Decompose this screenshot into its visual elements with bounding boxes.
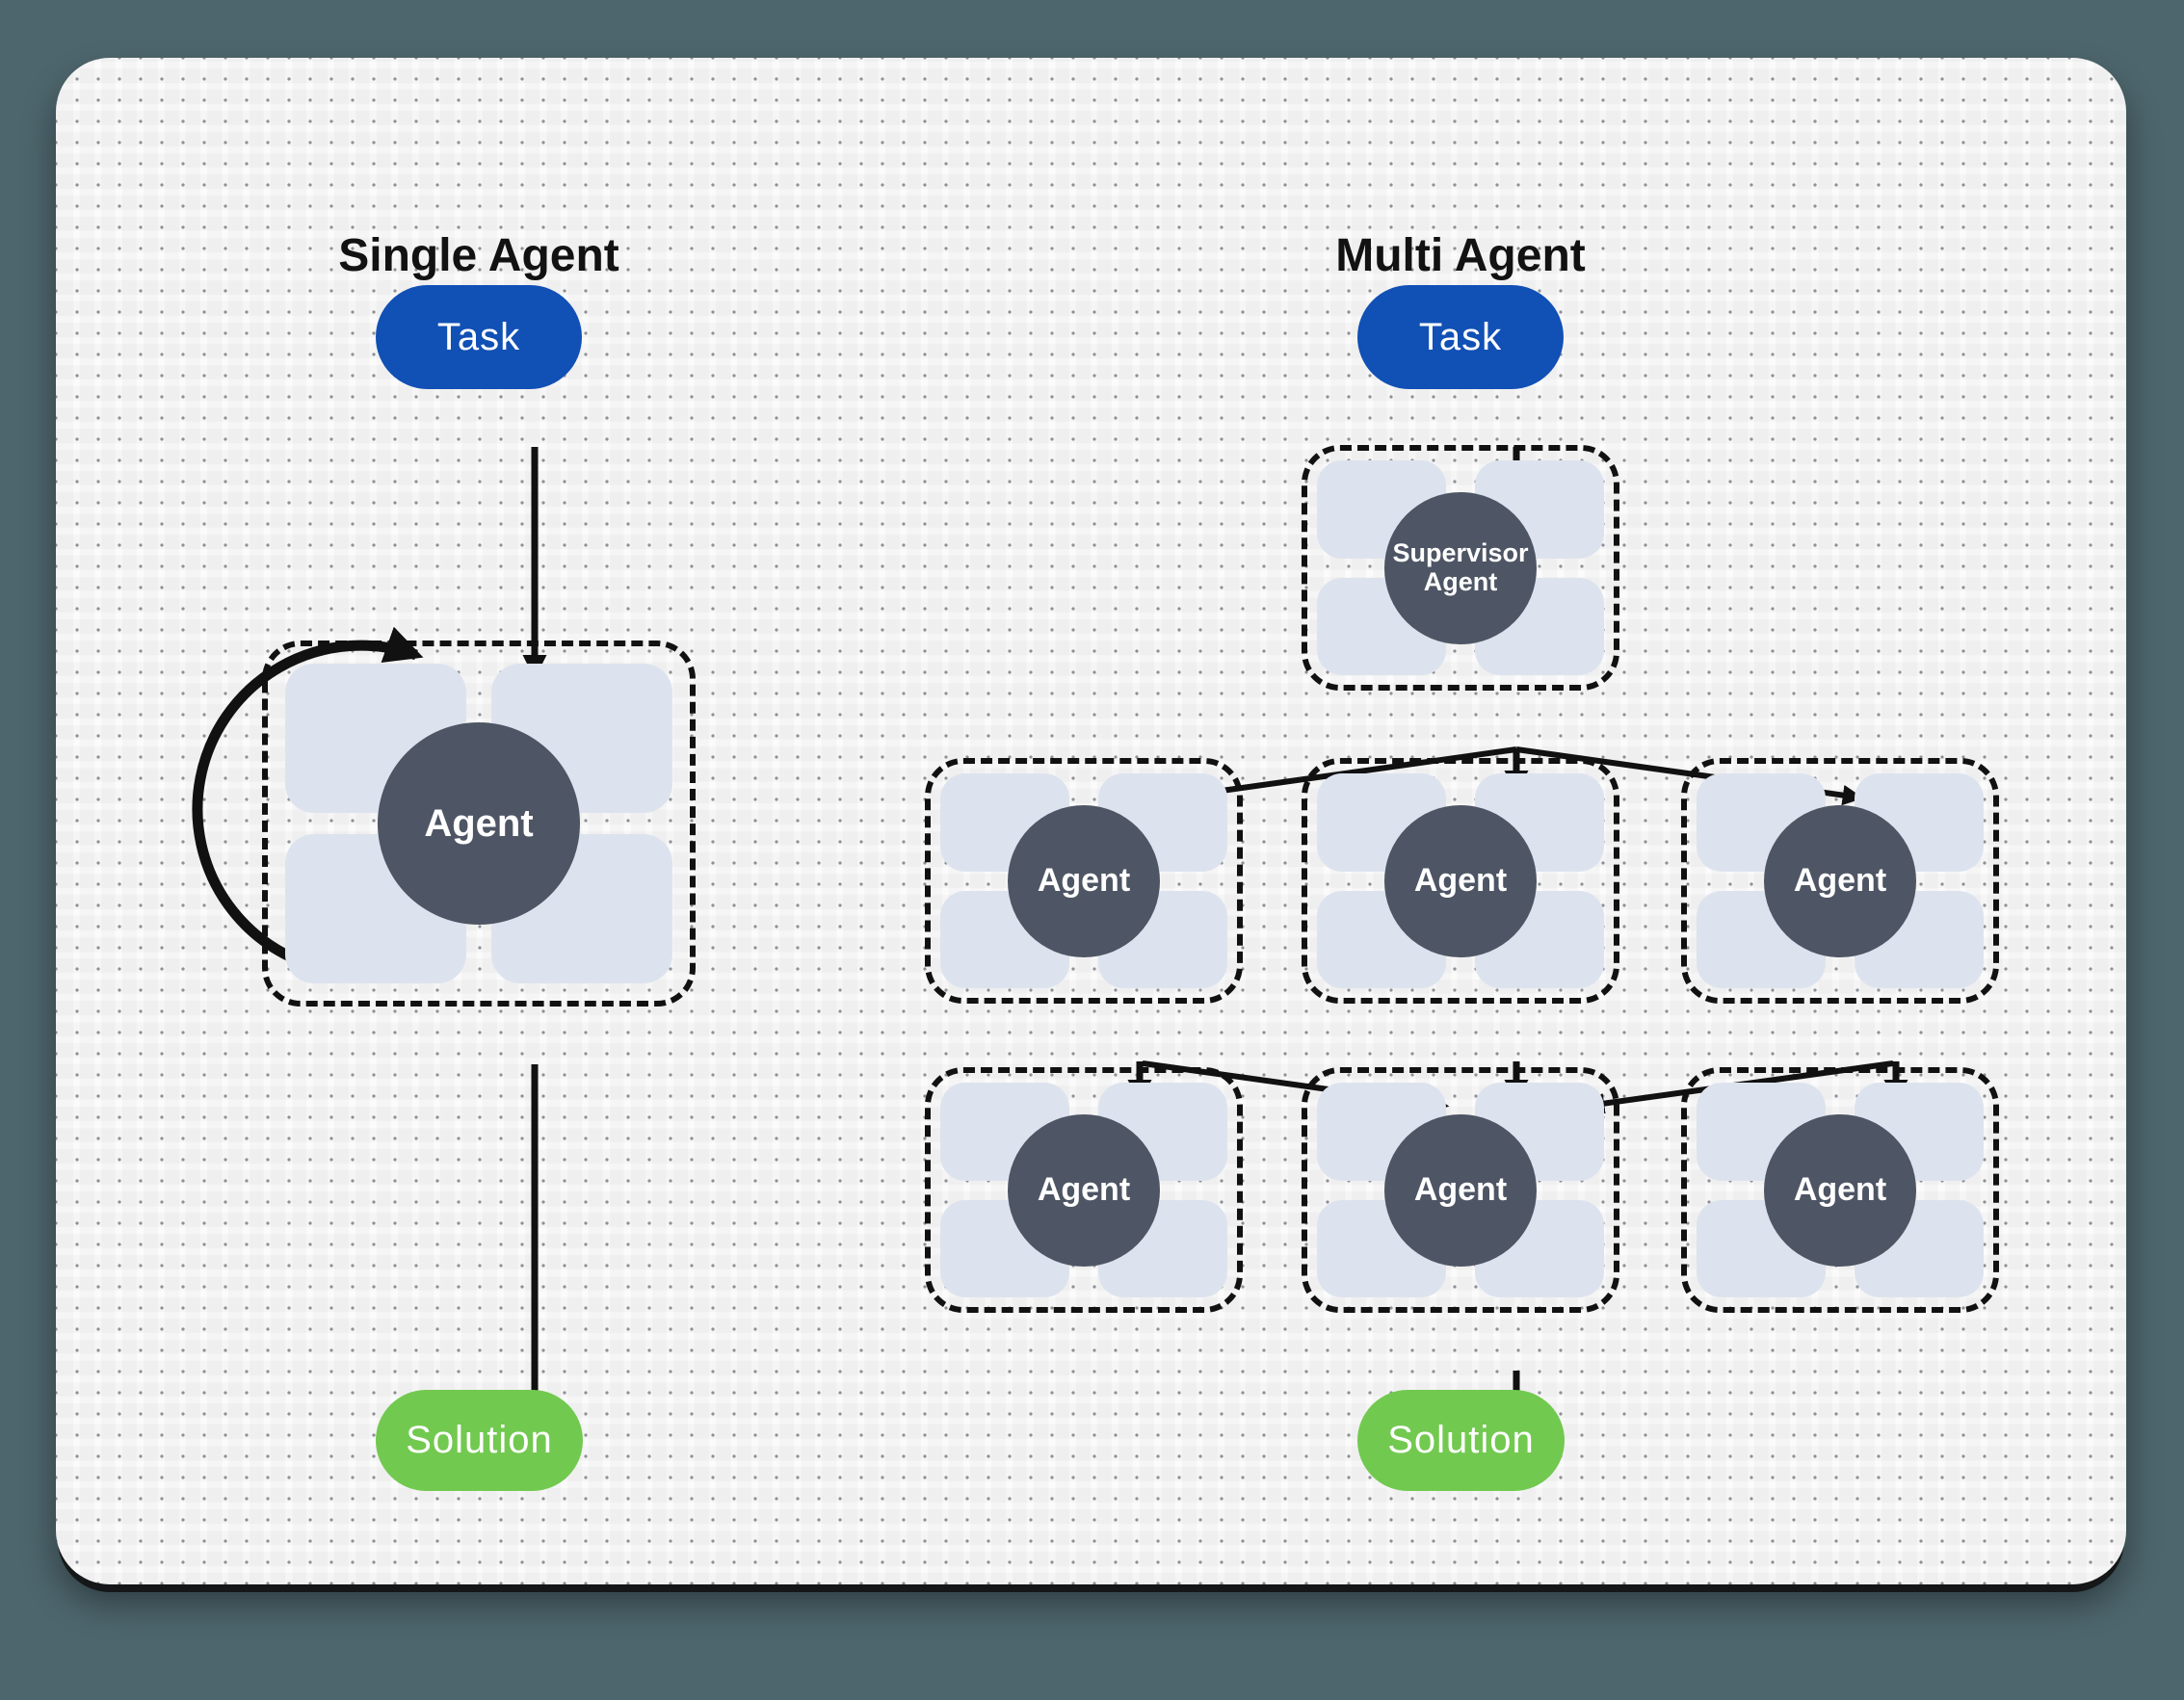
supervisor-label-line1: Supervisor xyxy=(1392,537,1529,567)
agent-box-row2-left: Agent xyxy=(925,1067,1243,1313)
agent-circle: Agent xyxy=(1764,804,1916,957)
task-label: Task xyxy=(436,315,521,358)
agent-circle: Agent xyxy=(1764,1113,1916,1267)
multi-agent-title: Multi Agent xyxy=(1335,230,1586,281)
agent-circle-single: Agent xyxy=(378,722,580,925)
solution-label: Solution xyxy=(1387,1419,1535,1461)
task-label: Task xyxy=(1418,315,1503,358)
agent-box-row2-middle: Agent xyxy=(1302,1067,1619,1313)
agent-box-row1-left: Agent xyxy=(925,758,1243,1004)
agent-box-row2-right: Agent xyxy=(1681,1067,1999,1313)
agent-box-row1-middle: Agent xyxy=(1302,758,1619,1004)
solution-node-multi: Solution xyxy=(1357,1390,1565,1491)
supervisor-agent-box: Supervisor Agent xyxy=(1302,445,1619,691)
agent-box-row1-right: Agent xyxy=(1681,758,1999,1004)
agent-circle: Agent xyxy=(1384,1113,1537,1267)
task-node-multi: Task xyxy=(1357,285,1564,389)
solution-node-single: Solution xyxy=(376,1390,583,1491)
supervisor-label-line2: Agent xyxy=(1423,566,1498,596)
agent-circle-label: Agent xyxy=(1037,862,1131,899)
single-agent-title: Single Agent xyxy=(338,230,619,281)
solution-label: Solution xyxy=(406,1419,553,1461)
arrow-self-loop xyxy=(192,626,424,979)
agent-circle: Agent xyxy=(1008,804,1160,957)
agent-box-single: Agent xyxy=(262,641,696,1007)
agent-circle-label: Agent xyxy=(1793,862,1887,899)
agent-circle-label: Agent xyxy=(424,801,534,845)
agent-circle: Agent xyxy=(1008,1113,1160,1267)
agent-circle-label: Agent xyxy=(1413,1171,1508,1208)
agent-circle-label: Agent xyxy=(1413,862,1508,899)
agent-circle-label: Agent xyxy=(1793,1171,1887,1208)
agent-circle: Agent xyxy=(1384,804,1537,957)
supervisor-agent-circle: Supervisor Agent xyxy=(1384,491,1537,644)
task-node-single: Task xyxy=(376,285,582,389)
diagram-card: Single Agent Task Agent Solution Multi A… xyxy=(56,58,2126,1584)
agent-circle-label: Agent xyxy=(1037,1171,1131,1208)
